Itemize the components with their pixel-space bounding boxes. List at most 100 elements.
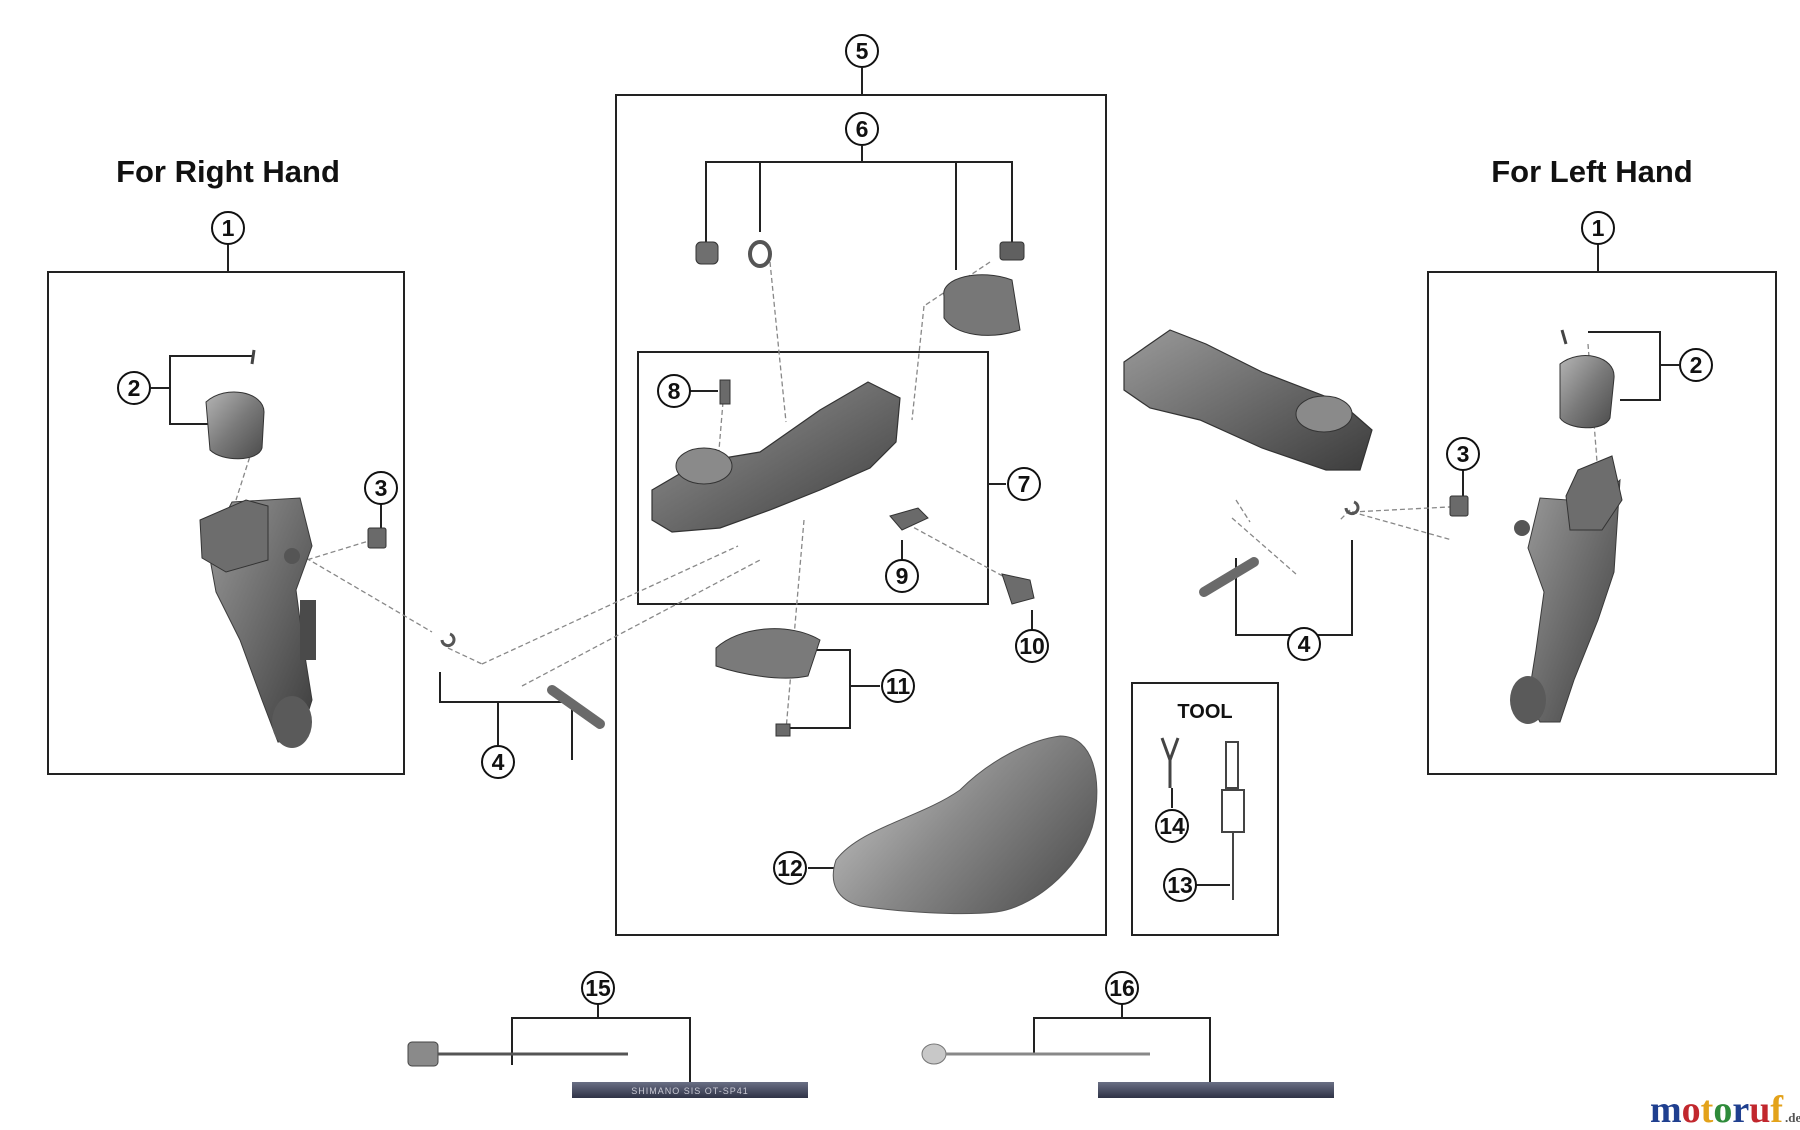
svg-text:6: 6 — [856, 116, 869, 142]
callout-4-left: 4 — [1287, 627, 1321, 661]
heading-left-hand: For Left Hand — [1491, 154, 1693, 189]
left-lever-tip — [1510, 676, 1546, 724]
right-c-clip — [440, 632, 456, 648]
svg-text:11: 11 — [886, 673, 911, 699]
left-small-clip — [1449, 495, 1469, 517]
shift-cable-end — [407, 1041, 439, 1067]
bracket-top-knob — [675, 447, 733, 485]
callout-4-right: 4 — [481, 745, 515, 779]
center-bracket-body — [651, 379, 1035, 737]
tool-driver-handle — [1221, 789, 1245, 833]
tool-box — [1131, 682, 1279, 936]
right-small-clip — [367, 527, 387, 549]
svg-text:3: 3 — [375, 475, 388, 501]
callout-2-left: 2 — [1679, 348, 1713, 382]
left-pivot-pin — [1199, 557, 1259, 597]
svg-text:4: 4 — [1298, 631, 1311, 657]
callout-11: 11 — [881, 669, 915, 703]
watermark-brand: motoruf.de — [1650, 1089, 1800, 1130]
callout-10: 10 — [1015, 629, 1049, 663]
shift-cable-housing — [572, 1082, 808, 1098]
svg-text:4: 4 — [492, 749, 505, 775]
section-6-parts — [695, 240, 1025, 336]
under-cover-screw — [775, 723, 791, 737]
svg-text:14: 14 — [1159, 813, 1185, 839]
callout-14: 14 — [1155, 809, 1189, 843]
watermark-logo: motoruf.de — [1650, 1089, 1800, 1130]
housing-print: SHIMANO SIS OT-SP41 — [631, 1086, 749, 1096]
svg-text:8: 8 — [668, 378, 681, 404]
left-lever-body — [1565, 455, 1623, 531]
under-cover — [715, 628, 821, 679]
callout-6: 6 — [845, 112, 879, 146]
svg-text:7: 7 — [1018, 471, 1031, 497]
right-hand-lever-box — [47, 271, 405, 775]
callout-7: 7 — [1007, 467, 1041, 501]
callout-16: 16 — [1105, 971, 1139, 1005]
rubber-hood — [832, 735, 1098, 915]
brake-cable-end — [921, 1043, 947, 1065]
callout-3-right: 3 — [364, 471, 398, 505]
tool-label: TOOL — [1177, 701, 1232, 723]
callouts: 1 1 2 2 3 3 4 4 5 6 7 8 9 10 11 12 13 14… — [117, 34, 1713, 1005]
svg-text:1: 1 — [222, 215, 235, 241]
svg-text:10: 10 — [1019, 633, 1045, 659]
svg-text:9: 9 — [896, 563, 909, 589]
bracket-body-main — [651, 381, 901, 533]
left-hand-lever-box — [1427, 271, 1777, 775]
right-pivot — [284, 548, 300, 564]
callout-2-right: 2 — [117, 371, 151, 405]
brake-cable-housing — [1098, 1082, 1334, 1098]
cables: SHIMANO SIS OT-SP41 — [407, 1041, 1334, 1098]
svg-text:13: 13 — [1167, 872, 1193, 898]
svg-text:1: 1 — [1592, 215, 1605, 241]
left-c-clip — [1344, 500, 1360, 516]
callout-3-left: 3 — [1446, 437, 1480, 471]
svg-text:2: 2 — [1690, 352, 1703, 378]
callout-5: 5 — [845, 34, 879, 68]
svg-text:16: 16 — [1109, 975, 1135, 1001]
callout-13: 13 — [1163, 868, 1197, 902]
left-cap-cover — [1559, 355, 1615, 429]
right-lever-spring — [300, 600, 316, 660]
right-lever-body — [199, 499, 269, 573]
left-bracket-body — [1123, 329, 1373, 471]
bracket-nut — [695, 241, 719, 265]
washer — [748, 240, 772, 268]
bracket-pin — [719, 379, 731, 405]
left-lever-assembly — [1449, 329, 1623, 724]
right-lever-tip — [272, 696, 312, 748]
left-bracket-knob — [1295, 395, 1353, 433]
bracket-spring-lever — [889, 507, 929, 531]
left-cap-screw — [1560, 329, 1568, 345]
bracket-subassembly-box — [637, 351, 989, 605]
pins-and-clips — [440, 500, 1360, 729]
tool-driver-shaft — [1225, 741, 1239, 789]
svg-text:12: 12 — [777, 855, 803, 881]
callout-1-left: 1 — [1581, 211, 1615, 245]
svg-text:3: 3 — [1457, 441, 1470, 467]
assembly-guide-lines — [235, 261, 1599, 731]
callout-15: 15 — [581, 971, 615, 1005]
callout-8: 8 — [657, 374, 691, 408]
right-pivot-pin — [547, 685, 605, 729]
left-pivot — [1514, 520, 1530, 536]
svg-text:15: 15 — [585, 975, 611, 1001]
handlebar-band — [943, 274, 1021, 336]
tool-fork — [1160, 737, 1180, 788]
small-plate — [1001, 573, 1035, 605]
svg-text:5: 5 — [856, 38, 869, 64]
tools — [1160, 737, 1245, 900]
heading-right-hand: For Right Hand — [116, 154, 340, 189]
right-lever-assembly — [199, 349, 387, 748]
svg-text:2: 2 — [128, 375, 141, 401]
callout-12: 12 — [773, 851, 807, 885]
right-cap-screw — [250, 349, 256, 365]
callout-1-right: 1 — [211, 211, 245, 245]
callout-9: 9 — [885, 559, 919, 593]
right-cap-cover — [205, 391, 265, 460]
left-bracket-main — [1123, 329, 1373, 471]
clamp-bolt — [999, 241, 1025, 261]
